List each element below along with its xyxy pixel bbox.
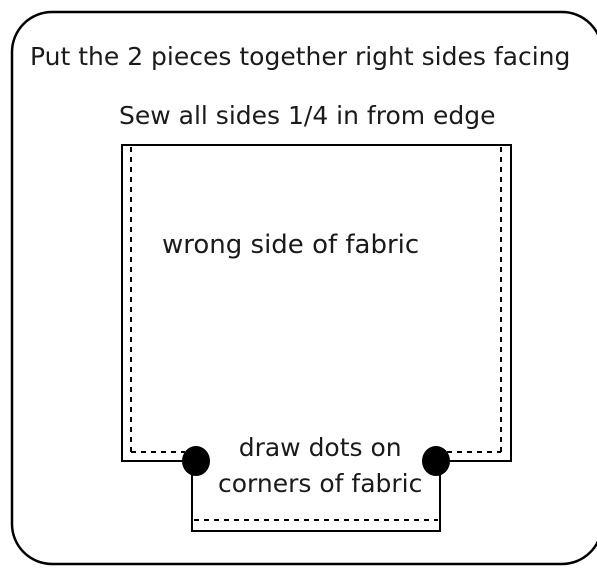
- corner-dot-left: [182, 446, 210, 476]
- corner-dots-note-line-1: draw dots on: [218, 430, 422, 466]
- corner-dots-note: draw dots on corners of fabric: [218, 430, 422, 502]
- corner-dots-note-line-2: corners of fabric: [218, 466, 422, 502]
- instruction-line-2: Sew all sides 1/4 in from edge: [119, 103, 496, 128]
- fabric-side-label: wrong side of fabric: [162, 232, 419, 258]
- corner-dot-right: [422, 446, 450, 476]
- instruction-line-1: Put the 2 pieces together right sides fa…: [30, 44, 570, 69]
